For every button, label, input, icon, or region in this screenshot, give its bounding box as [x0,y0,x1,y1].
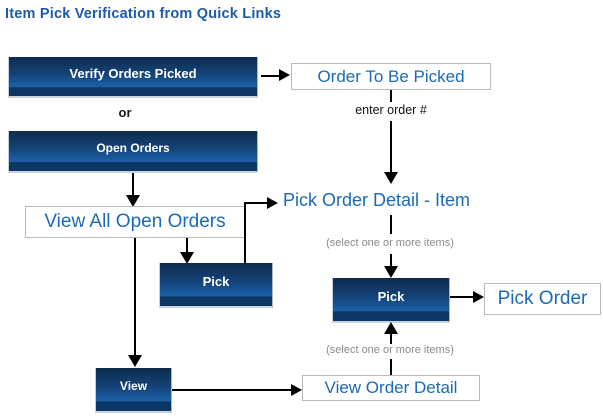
arrowhead-down-icon [128,355,142,367]
verify-orders-picked-button[interactable]: Verify Orders Picked [8,57,258,98]
view-all-open-orders-label: View All Open Orders [44,211,226,232]
arrowhead-right-icon [279,69,290,81]
or-label: or [118,105,132,120]
pick-button-right[interactable]: Pick [332,278,450,323]
pick-left-label: Pick [202,273,230,289]
pick-order-label: Pick Order [497,288,588,309]
arrowhead-down-icon [384,172,398,184]
select-items-note-top: (select one or more items) [326,237,454,249]
connector-viewall-to-pick [186,238,188,253]
connector-select-to-pick-up [390,334,392,344]
arrowhead-down-icon [384,266,398,278]
pick-right-label: Pick [377,288,405,304]
connector-select-to-pick [390,254,392,267]
pick-button-left[interactable]: Pick [159,263,273,308]
connector-view-to-vod [172,389,292,391]
view-order-detail-link[interactable]: View Order Detail [302,375,480,401]
connector-order-stub [390,90,392,102]
view-label: View [119,379,148,393]
view-order-detail-label: View Order Detail [324,378,458,397]
page-title: Item Pick Verification from Quick Links [5,6,282,22]
select-items-note-bottom: (select one or more items) [326,344,454,356]
connector-vod-stub [390,359,392,375]
connector-pick-riser [244,203,246,263]
enter-order-note: enter order # [355,103,427,117]
connector-pick-to-detail [244,202,268,204]
arrowhead-up-icon [384,322,398,334]
open-orders-button[interactable]: Open Orders [8,131,258,173]
arrowhead-right-icon [291,384,302,396]
arrowhead-down-icon [180,252,194,264]
arrowhead-down-icon [126,195,140,207]
order-to-be-picked-link[interactable]: Order To Be Picked [291,63,491,90]
arrowhead-right-icon [473,291,484,303]
connector-verify-to-order [261,75,280,77]
arrowhead-right-icon [267,197,278,209]
connector-pick-to-pickorder [450,296,474,298]
connector-detail-stub [390,215,392,234]
verify-orders-picked-label: Verify Orders Picked [69,65,197,81]
pick-order-detail-item-link[interactable]: Pick Order Detail - Item [283,190,471,210]
view-button[interactable]: View [95,368,172,413]
view-all-open-orders-link[interactable]: View All Open Orders [25,206,245,238]
pick-order-link[interactable]: Pick Order [484,283,601,315]
open-orders-label: Open Orders [96,140,170,155]
connector-open-to-viewall [132,173,134,196]
connector-viewall-to-view [134,238,136,356]
order-to-be-picked-label: Order To Be Picked [317,66,465,86]
connector-enter-to-detail [390,121,392,173]
